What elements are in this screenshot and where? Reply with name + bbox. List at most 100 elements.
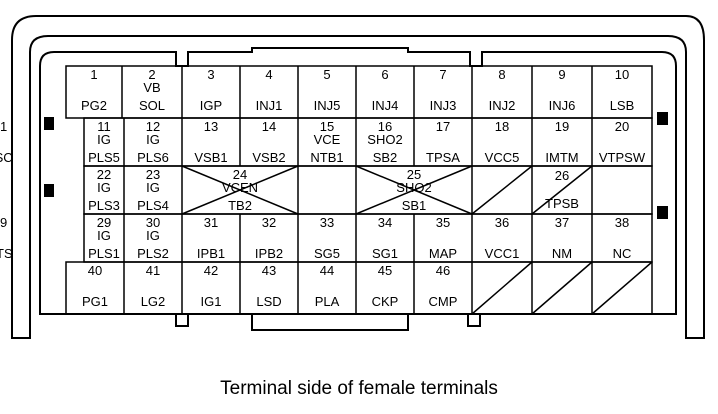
pin-label: PLS5	[88, 150, 120, 165]
pin-number: 3	[207, 67, 214, 82]
diagram-caption: Terminal side of female terminals	[220, 378, 498, 399]
pin-number: 29	[97, 215, 111, 230]
blank-cavity-cross	[355, 165, 473, 215]
pin-label: LG2	[141, 294, 166, 309]
pin-number: 21	[0, 119, 7, 134]
pin-label: MAP	[429, 246, 457, 261]
pin-number: 4	[265, 67, 272, 82]
pin-number: 26	[555, 168, 569, 183]
pin-label: IG	[146, 132, 160, 147]
pin-label: PLA	[315, 294, 340, 309]
pin-label: IG	[146, 228, 160, 243]
pin-number: 22	[97, 167, 111, 182]
pin-label: INJ5	[314, 98, 341, 113]
pin-label: VCE	[314, 132, 341, 147]
pin-number: 25	[407, 167, 421, 182]
left-latch-upper	[44, 117, 54, 130]
pin-label: INJ4	[372, 98, 399, 113]
pin-label: IG	[97, 228, 111, 243]
pin-label: IPB2	[255, 246, 283, 261]
pin-number: 31	[204, 215, 218, 230]
pin-number: 13	[204, 119, 218, 134]
pin-label: PG1	[82, 294, 108, 309]
pin-number: 44	[320, 263, 334, 278]
pin-number: 33	[320, 215, 334, 230]
pin-number: 8	[498, 67, 505, 82]
pin-number: 2	[148, 67, 155, 82]
pin-label: VCC1	[485, 246, 520, 261]
pin-number: 41	[146, 263, 160, 278]
pin-label: TPSA	[426, 150, 460, 165]
pin-number: 17	[436, 119, 450, 134]
pin-number: 46	[436, 263, 450, 278]
pin-label: VTPSW	[599, 150, 646, 165]
pin-label: LSD	[256, 294, 281, 309]
pin-label: IMTM	[545, 150, 578, 165]
pin-label: PLS1	[88, 246, 120, 261]
pin-label: PLS3	[88, 198, 120, 213]
connector-housing	[11, 15, 705, 339]
pin-label: SHO2	[367, 132, 402, 147]
pin-label: TPSB	[545, 196, 579, 211]
pin-number: 14	[262, 119, 276, 134]
pin-label: SG5	[314, 246, 340, 261]
pin-number: 7	[439, 67, 446, 82]
grid-row-frame	[65, 261, 653, 315]
pin-label: PG2	[81, 98, 107, 113]
pin-number: 15	[320, 119, 334, 134]
pin-number: 43	[262, 263, 276, 278]
pin-number: 5	[323, 67, 330, 82]
pin-label: IG1	[201, 294, 222, 309]
pin-number: 24	[233, 167, 247, 182]
blank-cavity-slash	[471, 261, 533, 315]
terminal-grid	[65, 65, 653, 315]
pin-number: 32	[262, 215, 276, 230]
pin-number: 39	[0, 215, 7, 230]
pin-label: IGP	[200, 98, 222, 113]
pin-label: VTS	[0, 246, 13, 261]
blank-cavity-slash	[531, 165, 593, 215]
terminal-pins: 1PG22VBSOL3IGP4INJ15INJ56INJ47INJ38INJ29…	[0, 67, 646, 309]
pin-number: 37	[555, 215, 569, 230]
blank-cavity-cross	[181, 165, 299, 215]
pin-number: 30	[146, 215, 160, 230]
pin-number: 38	[615, 215, 629, 230]
pin-label: IPB1	[197, 246, 225, 261]
pin-label: INJ6	[549, 98, 576, 113]
right-latch-upper	[657, 112, 668, 125]
pin-number: 18	[495, 119, 509, 134]
pin-label: VSB2	[252, 150, 285, 165]
pin-label: INJ3	[430, 98, 457, 113]
pin-label: VCEN	[222, 180, 258, 195]
pin-label: NM	[552, 246, 572, 261]
pin-number: 36	[495, 215, 509, 230]
pin-number: 1	[90, 67, 97, 82]
pin-label: TB2	[228, 198, 252, 213]
pin-label: CMP	[429, 294, 458, 309]
pin-label: VCC5	[485, 150, 520, 165]
pin-label: SB2	[373, 150, 398, 165]
pin-number: 23	[146, 167, 160, 182]
pin-number: 10	[615, 67, 629, 82]
pin-label: INJ1	[256, 98, 283, 113]
blank-cavity-slash	[531, 261, 593, 315]
pin-label: NTB1	[310, 150, 343, 165]
pin-number: 11	[97, 119, 111, 134]
pin-number: 12	[146, 119, 160, 134]
pin-label: CKP	[372, 294, 399, 309]
pin-number: 40	[88, 263, 102, 278]
pin-label: INJ2	[489, 98, 516, 113]
pin-label: PLS4	[137, 198, 169, 213]
blank-cavity-slash	[591, 261, 653, 315]
pin-number: 19	[555, 119, 569, 134]
side-latches	[44, 112, 668, 219]
pin-label: SHO2	[396, 180, 431, 195]
pin-number: 9	[558, 67, 565, 82]
left-latch-lower	[44, 184, 54, 197]
pin-label: LSC	[0, 150, 13, 165]
pin-label: PLS6	[137, 150, 169, 165]
pin-label: SG1	[372, 246, 398, 261]
pin-label: NC	[613, 246, 632, 261]
pin-number: 45	[378, 263, 392, 278]
